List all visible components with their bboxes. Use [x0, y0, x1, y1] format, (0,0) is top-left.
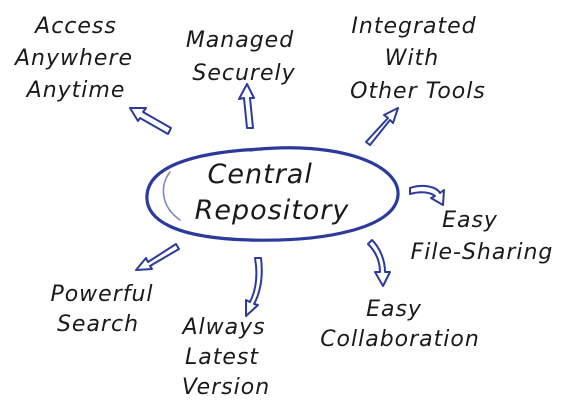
arrow-to-access: [129, 107, 172, 135]
node-access: Access Anywhere Anytime: [13, 14, 141, 103]
node-label-line: Easy: [442, 208, 498, 233]
central-ellipse: [145, 146, 400, 242]
arrow-to-file-sharing: [409, 184, 445, 206]
nodes: Access Anywhere Anytime Managed Securely…: [13, 14, 554, 400]
node-label-line: With: [385, 46, 439, 71]
node-latest-version: Always Latest Version: [180, 315, 273, 400]
arrow-to-latest-version: [245, 257, 263, 317]
node-label-line: Collaboration: [320, 327, 480, 352]
node-label-line: Anywhere: [13, 46, 133, 71]
central-label: Central Repository: [195, 159, 350, 226]
central-ellipse-inner-stroke: [162, 171, 181, 221]
node-label-line: Search: [57, 312, 139, 337]
central-hub: Central Repository: [145, 146, 400, 242]
arrows: [129, 83, 445, 317]
node-label-line: Managed: [186, 28, 294, 53]
node-label-line: Securely: [192, 61, 295, 86]
arrow-to-search: [135, 243, 180, 271]
node-label-line: Other Tools: [350, 79, 486, 104]
node-label-line: Anytime: [25, 78, 126, 103]
arrow-to-collaboration: [367, 239, 391, 287]
node-collaboration: Easy Collaboration: [320, 297, 480, 352]
node-label-line: Easy: [366, 297, 422, 322]
arrow-to-integrated: [365, 107, 399, 146]
node-file-sharing: Easy File-Sharing: [411, 208, 554, 265]
node-label-line: File-Sharing: [411, 240, 554, 265]
node-label-line: Always: [180, 315, 265, 340]
node-managed: Managed Securely: [186, 28, 302, 86]
node-integrated: Integrated With Other Tools: [350, 14, 486, 104]
central-label-line: Repository: [195, 195, 350, 226]
node-search: Powerful Search: [50, 282, 161, 337]
node-label-line: Integrated: [351, 14, 476, 39]
node-label-line: Latest: [185, 345, 259, 370]
node-label-line: Access: [33, 14, 117, 39]
central-label-line: Central: [208, 159, 313, 190]
node-label-line: Version: [182, 375, 270, 400]
node-label-line: Powerful: [50, 282, 153, 307]
arrow-to-managed: [238, 83, 255, 129]
